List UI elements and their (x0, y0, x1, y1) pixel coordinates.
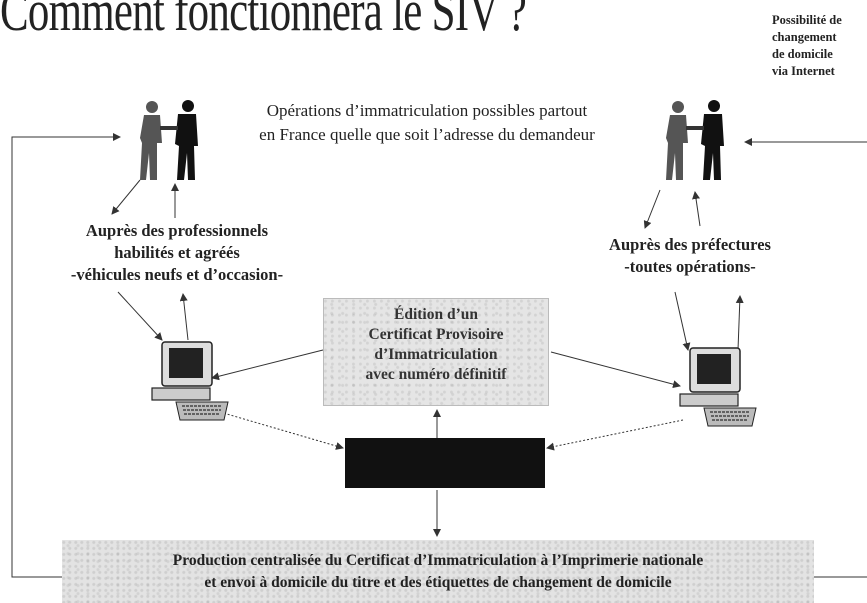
arrow (219, 411, 344, 450)
computer-icon (151, 341, 229, 421)
arrow (546, 419, 684, 451)
prefectures-label-line: -toutes opérations- (624, 257, 756, 276)
production-box: Production centralisée du Certificat d’I… (62, 540, 814, 603)
arrow (211, 349, 324, 381)
professionals-label-line: -véhicules neufs et d’occasion- (70, 265, 284, 284)
professionals-label-line: habilités et agréés (114, 243, 240, 262)
provisional-certificate-line: avec numéro définitif (365, 366, 507, 383)
handshake-icon (140, 100, 198, 180)
internet-note-line: Possibilité de (772, 13, 842, 27)
arrow (550, 351, 681, 389)
provisional-certificate-line: Certificat Provisoire (368, 326, 504, 343)
arrow (735, 295, 744, 351)
internet-note-line: via Internet (772, 64, 835, 78)
professionals-label: Auprès des professionnels habilités et a… (12, 220, 342, 286)
prefectures-label-line: Auprès des préfectures (609, 235, 771, 254)
arrow (179, 293, 189, 341)
provisional-certificate-line: d’Immatriculation (374, 346, 498, 363)
professionals-label-line: Auprès des professionnels (85, 221, 269, 240)
internet-note-line: changement (772, 30, 837, 44)
production-line: et envoi à domicile du titre et des étiq… (204, 574, 672, 591)
computer-icon (679, 347, 757, 427)
page-title: Comment fonctionnera le SIV ? (0, 0, 527, 43)
operations-text: Opérations d’immatriculation possibles p… (212, 99, 642, 147)
provisional-certificate-box: Édition d’un Certificat Provisoire d’Imm… (323, 298, 549, 406)
handshake-icon (666, 100, 724, 180)
internet-note: Possibilité de changement de domicile vi… (772, 12, 867, 80)
arrow (643, 189, 661, 229)
arrow (674, 291, 691, 351)
arrow (692, 191, 701, 227)
operations-text-line: en France quelle que soit l’adresse du d… (259, 125, 595, 144)
central-system-box (345, 438, 545, 488)
operations-text-line: Opérations d’immatriculation possibles p… (266, 101, 588, 120)
production-line: Production centralisée du Certificat d’I… (172, 552, 704, 569)
provisional-certificate-line: Édition d’un (393, 306, 478, 323)
arrow (117, 291, 163, 341)
internet-note-line: de domicile (772, 47, 833, 61)
left-loop-line (11, 133, 121, 578)
prefectures-label: Auprès des préfectures -toutes opération… (575, 234, 805, 278)
arrow (111, 179, 141, 215)
